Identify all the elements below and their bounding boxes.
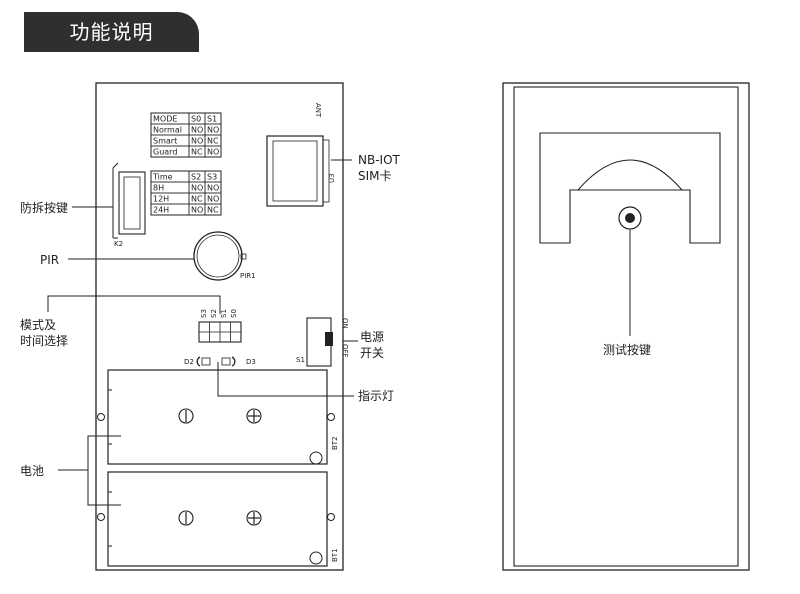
time-table-cell: NC [191,195,203,204]
dip-label-s0: S0 [230,309,238,318]
off-label: OFF [341,344,349,358]
mode-table-cell: Normal [153,126,182,135]
d2-label: D2 [184,358,194,366]
callout-power-1: 电源 [360,330,384,344]
callout-tamper: 防拆按键 [20,200,68,215]
section-title: 功能说明 [69,20,154,44]
callout-test-button: 测试按键 [603,342,651,357]
on-label: ON [341,318,349,329]
d3-label: D3 [246,358,256,366]
time-table-cell: NO [191,184,203,193]
bt1-label: BT1 [331,548,339,562]
dip-label-s1: S1 [220,309,228,318]
callout-battery: 电池 [20,464,44,478]
mode-table-cell: Smart [153,137,177,146]
mode-table-cell-box [204,145,222,158]
tamper-switch: K2 [112,162,146,248]
callout-indicator: 指示灯 [358,388,394,403]
callout-mode-time-1: 模式及 [20,318,56,332]
indicator-leds: D2 D3 [184,356,256,367]
mode-table-header-cell: S0 [191,115,201,124]
callout-pir: PIR [40,253,59,267]
time-table-cell: NO [191,206,203,215]
time-table-header-cell: S2 [191,173,201,182]
mode-table-cell: NC [207,137,219,146]
s1-label: S1 [296,356,305,364]
mode-table-header-cell: MODE [153,115,177,124]
mode-table-header-cell: S1 [207,115,217,124]
time-table-cell: 24H [153,206,169,215]
callout-mode-time-2: 时间选择 [20,334,68,348]
k2-label: K2 [114,240,123,248]
time-table-header-cell: S3 [207,173,217,182]
dip-label-s2: S2 [210,309,218,318]
mode-table-cell: Guard [153,148,177,157]
bt2-label: BT2 [331,436,339,450]
dip-switch: S3 S2 S1 S0 [198,309,242,343]
mode-table-cell: NO [207,126,219,135]
ant-label: ANT [314,103,322,118]
callout-nbiot-2: SIM卡 [358,169,392,183]
time-table-cell: NO [207,184,219,193]
time-table-cell-box [204,203,222,216]
front-cover [502,82,750,571]
callout-lines [47,159,358,506]
time-table-cell: 8H [153,184,164,193]
dip-label-s3: S3 [200,309,208,318]
callout-power-2: 开关 [360,346,384,360]
time-table-cell: NC [207,206,219,215]
section-header: 功能说明 [24,12,199,52]
pir-sensor: PIR1 [193,231,256,281]
mode-table-cell: NC [191,148,203,157]
time-table-header-cell: Time [152,173,173,182]
battery-bt2: BT2 [107,369,339,465]
sim-card-slot: U3 [266,135,336,207]
u3-label: U3 [328,173,336,183]
callout-nbiot-1: NB-IOT [358,153,401,167]
time-table: Time S2 S3 8H NO NO 12H NC NO 24H NO NC [150,170,222,216]
pir1-label: PIR1 [240,272,256,280]
pcb-outline [95,82,344,571]
mode-table-cell: NO [191,126,203,135]
time-table-cell: 12H [153,195,169,204]
screw-holes [97,413,335,521]
time-table-cell: NO [207,195,219,204]
power-switch: ON OFF S1 [296,317,349,367]
battery-bt1: BT1 [107,471,339,567]
mode-table-cell: NO [207,148,219,157]
mode-table-cell: NO [191,137,203,146]
